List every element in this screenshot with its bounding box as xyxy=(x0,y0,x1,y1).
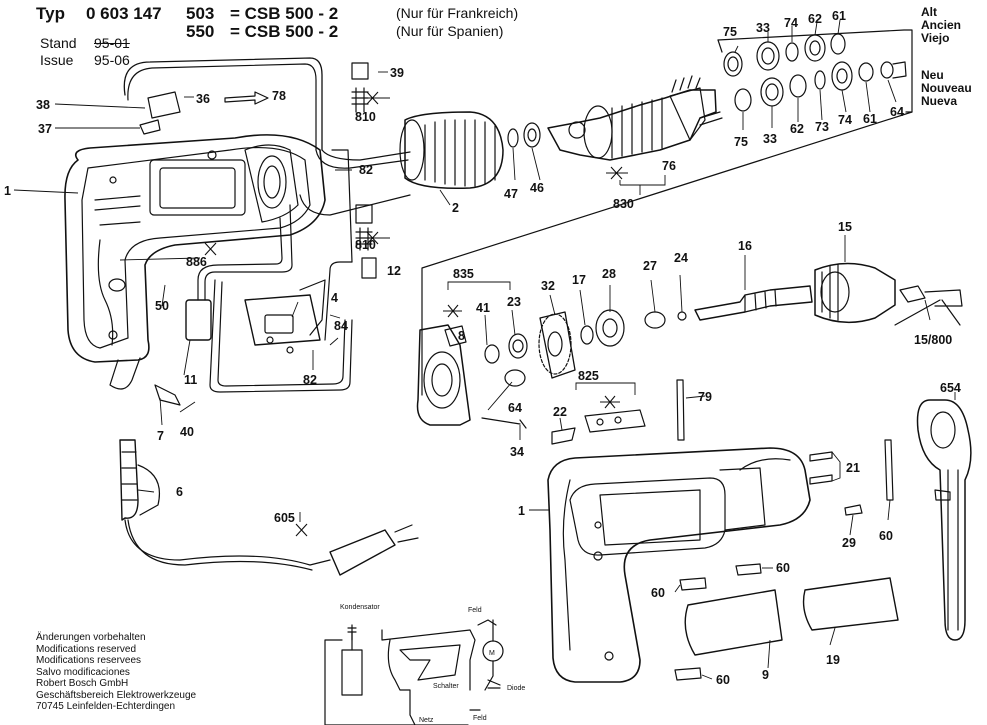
part-label-22: 22 xyxy=(553,405,567,419)
part-label-27: 27 xyxy=(643,259,657,273)
part-label-830: 830 xyxy=(613,197,634,211)
part-label-9: 9 xyxy=(762,668,769,682)
part-label-835: 835 xyxy=(453,267,474,281)
issue-value: 95-06 xyxy=(94,52,130,68)
part-label-73: 73 xyxy=(815,120,829,134)
schematic-feld-bottom: Feld xyxy=(473,715,487,722)
part-label-64-top: 64 xyxy=(890,105,904,119)
part-label-1-left: 1 xyxy=(4,184,11,198)
part-label-74-bottom: 74 xyxy=(838,113,852,127)
header-row2-model: = CSB 500 - 2 xyxy=(230,22,339,41)
part-label-24: 24 xyxy=(674,251,688,265)
part-label-39: 39 xyxy=(390,66,404,80)
part-label-17: 17 xyxy=(572,273,586,287)
schematic-motor: M xyxy=(489,650,495,657)
schematic-netz: Netz xyxy=(419,717,434,724)
part-label-32: 32 xyxy=(541,279,555,293)
part-label-810-top: 810 xyxy=(355,110,376,124)
part-label-62-bottom: 62 xyxy=(790,122,804,136)
part-label-80: 60 xyxy=(879,529,893,543)
part-label-15-800: 15/800 xyxy=(914,333,952,347)
part-label-82-bottom: 82 xyxy=(303,373,317,387)
issue-label: Issue xyxy=(40,52,74,68)
header-row1-model: = CSB 500 - 2 xyxy=(230,4,339,23)
part-label-11: 11 xyxy=(184,373,197,387)
stand-value: 95-01 xyxy=(94,35,130,51)
header-row1-note: (Nur für Frankreich) xyxy=(396,5,519,21)
part-label-2: 2 xyxy=(452,201,459,215)
legend-old: Alt Ancien Viejo xyxy=(921,5,962,45)
part-label-50: 50 xyxy=(155,299,169,313)
part-label-78: 78 xyxy=(272,89,286,103)
part-label-46: 46 xyxy=(530,181,544,195)
part-label-60-a: 60 xyxy=(776,561,790,575)
stand-label: Stand xyxy=(40,35,77,51)
housing-left-half xyxy=(64,134,326,363)
part-label-61-bottom: 61 xyxy=(863,112,877,126)
part-label-29: 29 xyxy=(842,536,856,550)
header-typ: Typ xyxy=(36,4,65,23)
part-label-84: 84 xyxy=(334,319,348,333)
part-label-64-bottom: 64 xyxy=(508,401,522,415)
part-label-28: 28 xyxy=(602,267,616,281)
part-label-82-top: 82 xyxy=(359,163,373,177)
part-label-62-top: 62 xyxy=(808,12,822,26)
part-label-12: 12 xyxy=(387,264,401,278)
housing-right-half xyxy=(547,447,811,683)
schematic-diode: Diode xyxy=(507,685,525,692)
part-label-8: 8 xyxy=(458,329,465,343)
part-label-654: 654 xyxy=(940,381,961,395)
part-label-15: 15 xyxy=(838,220,852,234)
schematic-schalter: Schalter xyxy=(433,683,459,690)
part-label-825: 825 xyxy=(578,369,599,383)
part-label-79: 79 xyxy=(698,390,712,404)
part-label-4: 4 xyxy=(331,291,338,305)
part-label-41: 41 xyxy=(476,301,490,315)
part-label-33-bottom: 33 xyxy=(763,132,777,146)
part-label-21: 21 xyxy=(846,461,860,475)
part-label-23: 23 xyxy=(507,295,521,309)
part-label-60-b: 60 xyxy=(651,586,665,600)
part-label-810-bottom: 810 xyxy=(355,238,376,252)
schematic-feld-top: Feld xyxy=(468,607,482,614)
part-label-7: 7 xyxy=(157,429,164,443)
part-label-36: 36 xyxy=(196,92,210,106)
header-number: 0 603 147 xyxy=(86,4,162,23)
schematic-kondensator: Kondensator xyxy=(340,604,380,611)
part-label-34: 34 xyxy=(510,445,524,459)
wiring-schematic xyxy=(324,619,504,725)
part-label-38: 38 xyxy=(36,98,50,112)
part-label-16: 16 xyxy=(738,239,752,253)
header-row1-code: 503 xyxy=(186,4,215,23)
part-label-75-bottom: 75 xyxy=(734,135,748,149)
modifications-note: Änderungen vorbehalten Modifications res… xyxy=(36,632,197,712)
part-label-76: 76 xyxy=(662,159,676,173)
part-label-60-c: 60 xyxy=(716,673,730,687)
part-label-74-top: 74 xyxy=(784,16,798,30)
part-label-61-top: 61 xyxy=(832,9,846,23)
part-label-33-top: 33 xyxy=(756,21,770,35)
part-label-19: 19 xyxy=(826,653,840,667)
part-label-37: 37 xyxy=(38,122,52,136)
part-label-75-top: 75 xyxy=(723,25,737,39)
legend-new: Neu Nouveau Nueva xyxy=(921,68,972,108)
header-row2-note: (Nur für Spanien) xyxy=(396,23,504,39)
part-label-886: 886 xyxy=(186,255,207,269)
part-label-47: 47 xyxy=(504,187,518,201)
part-label-40: 40 xyxy=(180,425,194,439)
header-row2-code: 550 xyxy=(186,22,215,41)
part-label-605: 605 xyxy=(274,511,295,525)
part-label-1-right: 1 xyxy=(518,504,525,518)
part-label-6: 6 xyxy=(176,485,183,499)
